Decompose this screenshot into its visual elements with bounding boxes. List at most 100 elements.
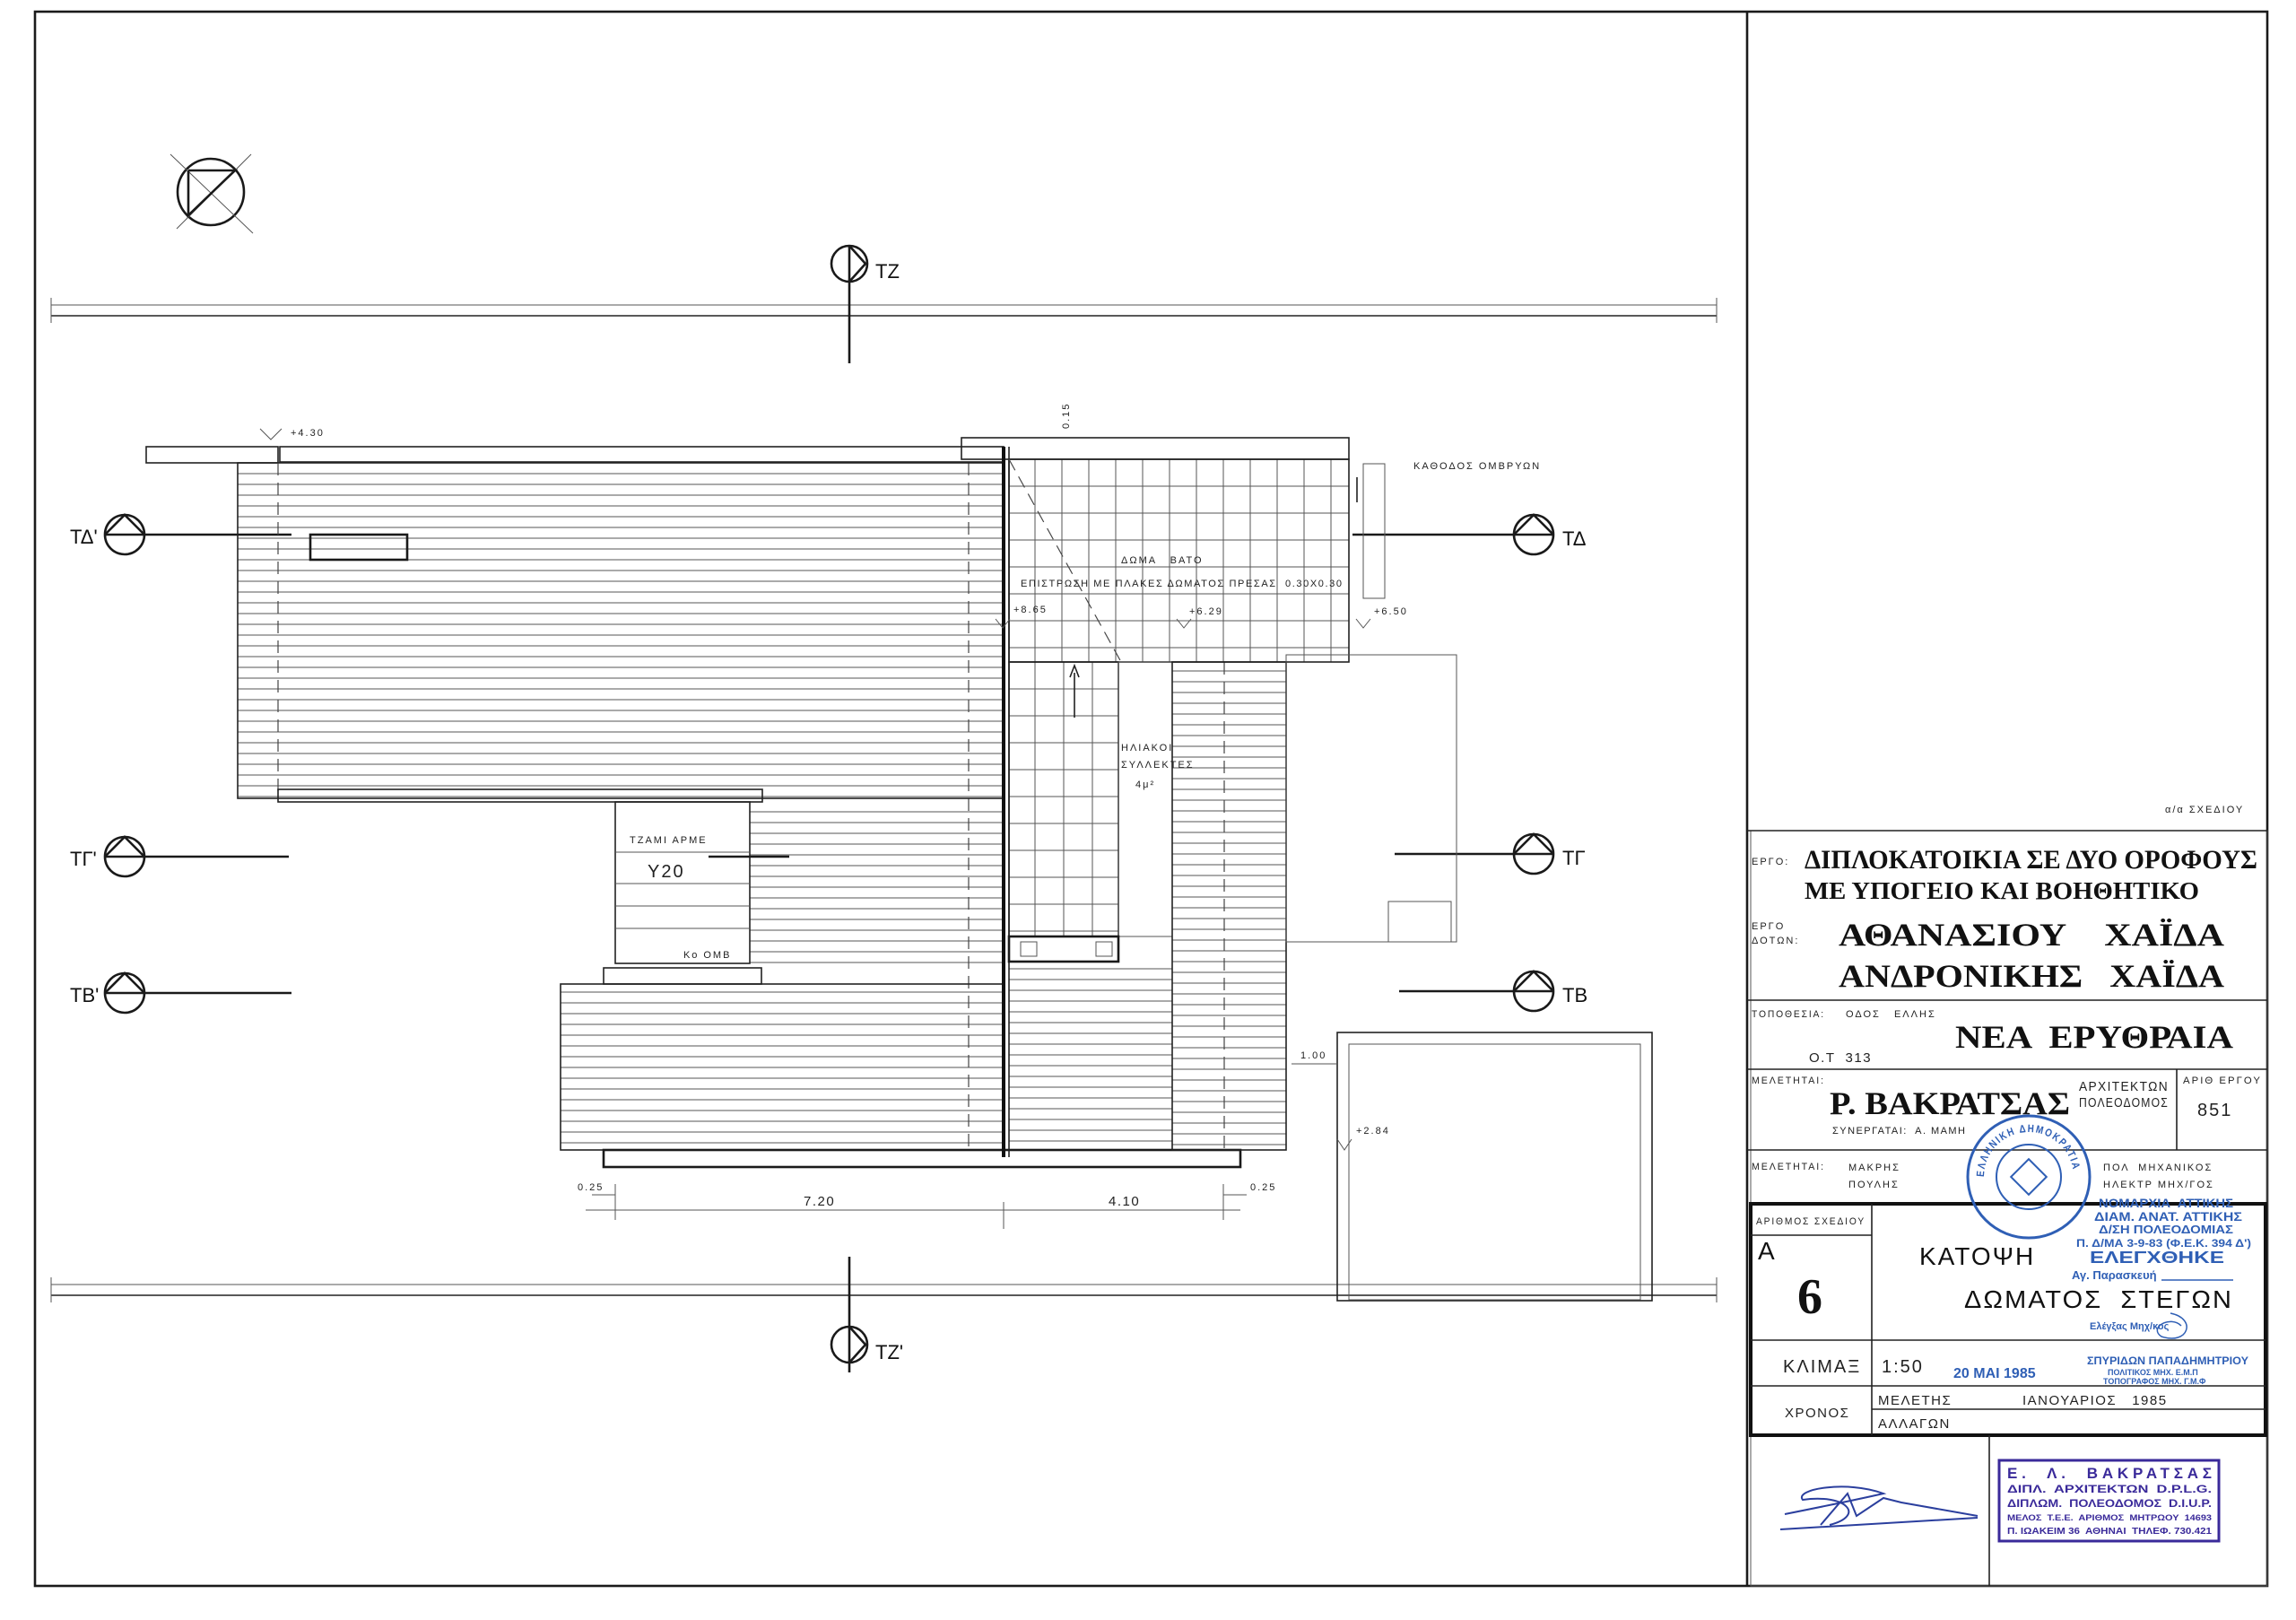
section-marker-td-left: ΤΔ'	[70, 513, 291, 556]
approval-engineer: Ελέγξας Μηχ/κος	[2090, 1321, 2170, 1332]
dimension-text: 4.10	[1109, 1194, 1140, 1209]
section-marker-tb-left: ΤΒ'	[70, 971, 291, 1015]
architect-stamp: Ε. Λ. ΒΑΚΡΑΤΣΑΣ ΔΙΠΛ. ΑΡΧΙΤΕΚΤΩΝ D.P.L.G…	[1997, 1459, 2221, 1543]
section-label: ΤΓ	[1562, 847, 1586, 869]
skylight	[309, 533, 409, 562]
plan-labels: +4.30 0.15 ΚΑΘΟΔΟΣ ΟΜΒΡΥΩΝ ΔΩΜΑ ΒΑΤΟ ΕΠΙ…	[291, 403, 1541, 1209]
sheet-border	[33, 10, 2269, 1588]
collaborators: ΣΥΝΕΡΓΑΤΑΙ: Α. ΜΑΜΗ	[1832, 1126, 1967, 1137]
level-mark: +8.65	[1013, 605, 1048, 615]
client-name-1: ΑΘΑΝΑΣΙΟΥ ΧΑΪΔΑ	[1839, 917, 2224, 953]
glass-panel-area	[614, 801, 751, 964]
project-title-line-1: ΔΙΠΛΟΚΑΤΟΙΚΙΑ ΣΕ ΔΥΟ ΟΡΟΦΟΥΣ	[1805, 845, 2257, 875]
client-name-2: ΑΝΔΡΟΝΙΚΗΣ ΧΑΪΔΑ	[1839, 958, 2224, 994]
approval-text: ΝΟΜΑΡΧΙΑ ΑΤΤΙΚΗΣ	[2099, 1196, 2233, 1210]
north-arrow-icon	[170, 153, 254, 234]
engineer-stamp-title: ΠΟΛΙΤΙΚΟΣ ΜΗΧ. Ε.Μ.Π	[2108, 1368, 2198, 1377]
rain-downpipe-label: ΚΑΘΟΔΟΣ ΟΜΒΡΥΩΝ	[1413, 461, 1541, 472]
approval-text: Δ/ΣΗ ΠΟΛΕΟΔΟΜΙΑΣ	[2099, 1223, 2233, 1236]
level-mark: +4.30	[291, 428, 325, 439]
section-label: ΤΖ'	[875, 1341, 903, 1363]
roof-hatching	[238, 463, 1286, 1150]
project-label: ΕΡΓΟ:	[1752, 857, 1789, 867]
roof-tile-grid	[1009, 459, 1349, 936]
approval-text: Π. Δ/ΜΑ 3-9-83 (Φ.Ε.Κ. 394 Δ')	[2076, 1237, 2251, 1250]
drawing-title-2: ΔΩΜΑΤΟΣ ΣΤΕΓΩΝ	[1964, 1285, 2233, 1313]
left-eave	[145, 446, 279, 464]
engineer-stamp-title: ΤΟΠΟΓΡΑΦΟΣ ΜΗΧ. Γ.Μ.Φ	[2103, 1377, 2206, 1386]
city-block: Ο.Τ 313	[1809, 1050, 1872, 1066]
engineer-name: ΜΑΚΡΗΣ	[1848, 1163, 1900, 1173]
solar-collectors-label: ΗΛΙΑΚΟΙ	[1121, 743, 1173, 753]
glass-label: ΤΖΑΜΙ ΑΡΜΕ	[630, 835, 708, 846]
section-label: ΤΖ	[875, 260, 900, 283]
approval-stamp: ΝΟΜΑΡΧΙΑ ΑΤΤΙΚΗΣ ΔΙΑΜ. ΑΝΑΤ. ΑΤΤΙΚΗΣ Δ/Σ…	[2072, 1196, 2251, 1339]
solar-area-label: 4μ²	[1135, 780, 1155, 790]
section-marker-tg-right: ΤΓ	[1395, 832, 1586, 875]
project-title-line-2: ΜΕ ΥΠΟΓΕΙΟ ΚΑΙ ΒΟΗΘΗΤΙΚΟ	[1805, 877, 2199, 904]
engineer-stamp-name: ΣΠΥΡΙΔΩΝ ΠΑΠΑΔΗΜΗΤΡΙΟΥ	[2087, 1354, 2248, 1367]
scale-label: ΚΛΙΜΑΞ	[1783, 1357, 1861, 1377]
engineers-label: ΜΕΛΕΤΗΤΑΙ:	[1752, 1162, 1825, 1172]
project-number-label: ΑΡΙΘ ΕΡΓΟΥ	[2183, 1076, 2262, 1086]
top-right-slab-edge	[961, 437, 1350, 460]
dimension-text: 7.20	[804, 1194, 835, 1209]
drawing-number: 6	[1797, 1269, 1822, 1325]
engineer-name: ΠΟΥΛΗΣ	[1848, 1180, 1900, 1190]
architect-stamp-line: ΔΙΠΛΩΜ. ΠΟΛΕΟΔΟΜΟΣ D.I.U.P.	[2007, 1497, 2212, 1510]
roof-plan	[145, 428, 1653, 1302]
downpipe-stack	[1362, 463, 1386, 599]
date-stamp: 20 MAI 1985	[1953, 1366, 2036, 1381]
project-number: 851	[2197, 1101, 2232, 1120]
drawing-number-label: ΑΡΙΘΜΟΣ ΣΧΕΔΙΟΥ	[1756, 1216, 1866, 1227]
solar-collectors-label: ΣΥΛΛΕΚΤΕΣ	[1121, 760, 1195, 771]
lower-left-eave	[277, 788, 763, 803]
study-date: ΙΑΝΟΥΑΡΙΟΣ 1985	[2022, 1393, 2168, 1408]
dimension-text: 0.25	[1250, 1182, 1276, 1193]
architect-stamp-line: ΜΕΛΟΣ Τ.Ε.Ε. ΑΡΙΘΜΟΣ ΜΗΤΡΩΟΥ 14693	[2007, 1513, 2212, 1522]
garage-inner	[1348, 1043, 1641, 1301]
time-label: ΧΡΟΝΟΣ	[1785, 1406, 1849, 1421]
client-label: ΔΟΤΩΝ:	[1752, 936, 1799, 946]
roof-tiling-note: ΕΠΙΣΤΡΩΣΗ ΜΕ ΠΛΑΚΕΣ ΔΩΜΑΤΟΣ ΠΡΕΣΑΣ 0.30Χ…	[1021, 579, 1344, 589]
section-marker-tz-top: ΤΖ	[830, 244, 900, 363]
dimension-text: 1.00	[1300, 1050, 1326, 1061]
approval-checked: ΕΛΕΓΧΘΗΚΕ	[2090, 1249, 2224, 1267]
street: ΟΔΟΣ ΕΛΛΗΣ	[1846, 1009, 1936, 1020]
designers-label: ΜΕΛΕΤΗΤΑΙ:	[1752, 1076, 1825, 1086]
client-label: ΕΡΓΟ	[1752, 921, 1785, 932]
section-label: ΤΔ	[1562, 527, 1587, 550]
bottom-slab-edge	[602, 1148, 1242, 1169]
approval-place: Αγ. Παρασκευή	[2072, 1268, 2157, 1282]
right-dashed-zone	[1285, 654, 1457, 943]
architect-title: ΠΟΛΕΟΔΟΜΟΣ	[2079, 1095, 2169, 1110]
engineer-role: ΗΛΕΚΤΡ ΜΗΧ/ΓΟΣ	[2103, 1180, 2214, 1190]
section-label: ΤΓ'	[70, 848, 97, 870]
walkable-roof-label: ΔΩΜΑ ΒΑΤΟ	[1121, 555, 1204, 566]
level-mark: +6.50	[1374, 606, 1408, 617]
section-marker-td-right: ΤΔ	[1352, 513, 1587, 556]
section-label: ΤΒ	[1562, 984, 1587, 1006]
scale-value: 1:50	[1882, 1357, 1924, 1377]
solar-collector-zone	[1118, 661, 1173, 937]
section-label: ΤΔ'	[70, 526, 98, 548]
section-marker-tg-left: ΤΓ'	[70, 835, 289, 878]
site-boundary-bottom	[50, 1277, 1718, 1302]
chimney	[1007, 935, 1120, 963]
architect-stamp-line: ΔΙΠΛ. ΑΡΧΙΤΕΚΤΩΝ D.P.L.G.	[2007, 1483, 2212, 1495]
left-roof	[237, 462, 1004, 799]
official-seal: ΕΛΛΗΝΙΚΗ ΔΗΜΟΚΡΑΤΙΑ	[1966, 1114, 2092, 1240]
signature	[1779, 1485, 1979, 1530]
downpipe-label: Κο ΟΜΒ	[683, 950, 731, 961]
study-label: ΜΕΛΕΤΗΣ	[1878, 1393, 1952, 1408]
drawing-title-1: ΚΑΤΟΨΗ	[1919, 1242, 2035, 1270]
approval-text: ΔΙΑΜ. ΑΝΑΤ. ΑΤΤΙΚΗΣ	[2094, 1209, 2242, 1224]
dimension-text: 0.25	[578, 1182, 604, 1193]
town: ΝΕΑ ΕΡΥΘΡΑΙΑ	[1955, 1019, 2233, 1055]
dimension-text: 0.15	[1061, 403, 1072, 429]
garage-outer	[1336, 1032, 1653, 1302]
changes-label: ΑΛΛΑΓΩΝ	[1878, 1416, 1951, 1432]
architect-stamp-line: Π. ΙΩΑΚΕΙΜ 36 ΑΘΗΝΑΙ ΤΗΛΕΦ. 730.421	[2007, 1527, 2213, 1537]
section-marker-tz-bottom: ΤΖ'	[830, 1257, 903, 1372]
